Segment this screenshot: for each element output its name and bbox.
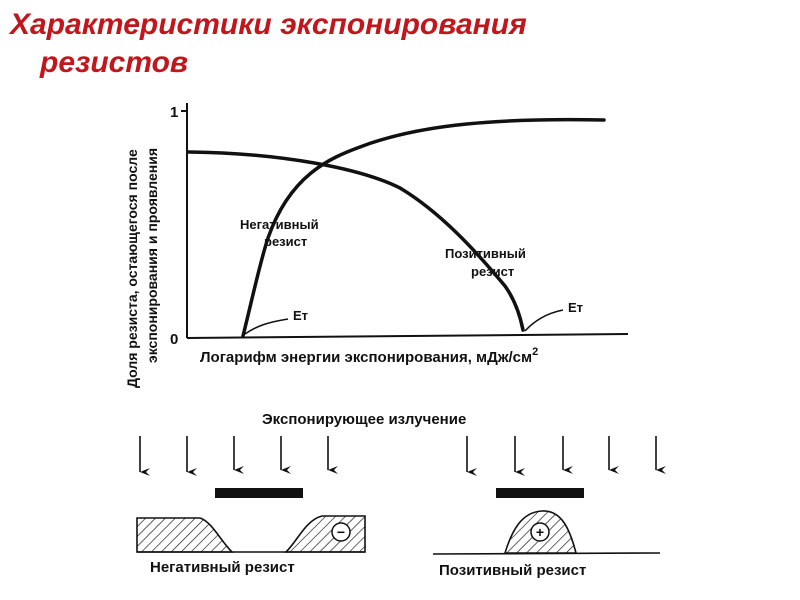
- negative-resist-right-hatch: [284, 515, 366, 553]
- negative-resist-left-hatch: [136, 517, 234, 553]
- positive-mask: [496, 488, 584, 498]
- y-tick-label-1: 1: [170, 104, 178, 121]
- positive-resist-caption: Позитивный резист: [439, 562, 586, 579]
- x-axis: [186, 333, 629, 339]
- title-line-2: резистов: [40, 46, 189, 79]
- positive-resist-curve: [187, 150, 525, 332]
- positive-threshold-leader: [524, 309, 564, 332]
- y-axis-label-line-1: Доля резиста, остающегося после: [124, 149, 140, 388]
- radiation-arrows-right: [466, 436, 666, 476]
- characteristic-graph: 1 0 Доля резиста, остающегося после эксп…: [124, 103, 629, 388]
- x-axis-label-superscript: 2: [532, 346, 538, 358]
- page-title: Характеристики экспонирования резистов: [10, 6, 527, 82]
- positive-curve-label-line-1: Позитивный: [445, 246, 526, 261]
- y-axis-label: Доля резиста, остающегося после экспонир…: [124, 148, 160, 388]
- positive-curve-label-line-2: резист: [471, 264, 514, 279]
- negative-sign-circle: [331, 522, 351, 542]
- negative-resist-profile: −: [136, 515, 366, 553]
- positive-sign-circle: [530, 522, 550, 542]
- negative-resist-curve: [241, 117, 606, 338]
- exposure-panel: Экспонирующее излучение − Нег: [136, 411, 666, 579]
- positive-sign: +: [536, 524, 544, 540]
- negative-threshold-leader: [244, 318, 289, 335]
- radiation-label: Экспонирующее излучение: [262, 411, 466, 428]
- positive-threshold-label: Ет: [568, 300, 583, 315]
- negative-sign: −: [337, 524, 345, 540]
- y-tick-label-0: 0: [170, 331, 178, 348]
- positive-substrate-line: [432, 552, 661, 555]
- negative-curve-label-line-2: резист: [264, 234, 307, 249]
- negative-threshold-label: Ет: [293, 308, 308, 323]
- y-axis-label-line-2: экспонирования и проявления: [144, 148, 160, 363]
- title-line-1: Характеристики экспонирования: [10, 8, 527, 41]
- positive-resist-profile: +: [432, 510, 661, 555]
- x-axis-label: Логарифм энергии экспонирования, мДж/см2: [200, 346, 538, 366]
- negative-mask: [215, 488, 303, 498]
- negative-curve-label-line-1: Негативный: [240, 217, 319, 232]
- negative-resist-caption: Негативный резист: [150, 559, 295, 576]
- radiation-arrows-left: [139, 436, 338, 476]
